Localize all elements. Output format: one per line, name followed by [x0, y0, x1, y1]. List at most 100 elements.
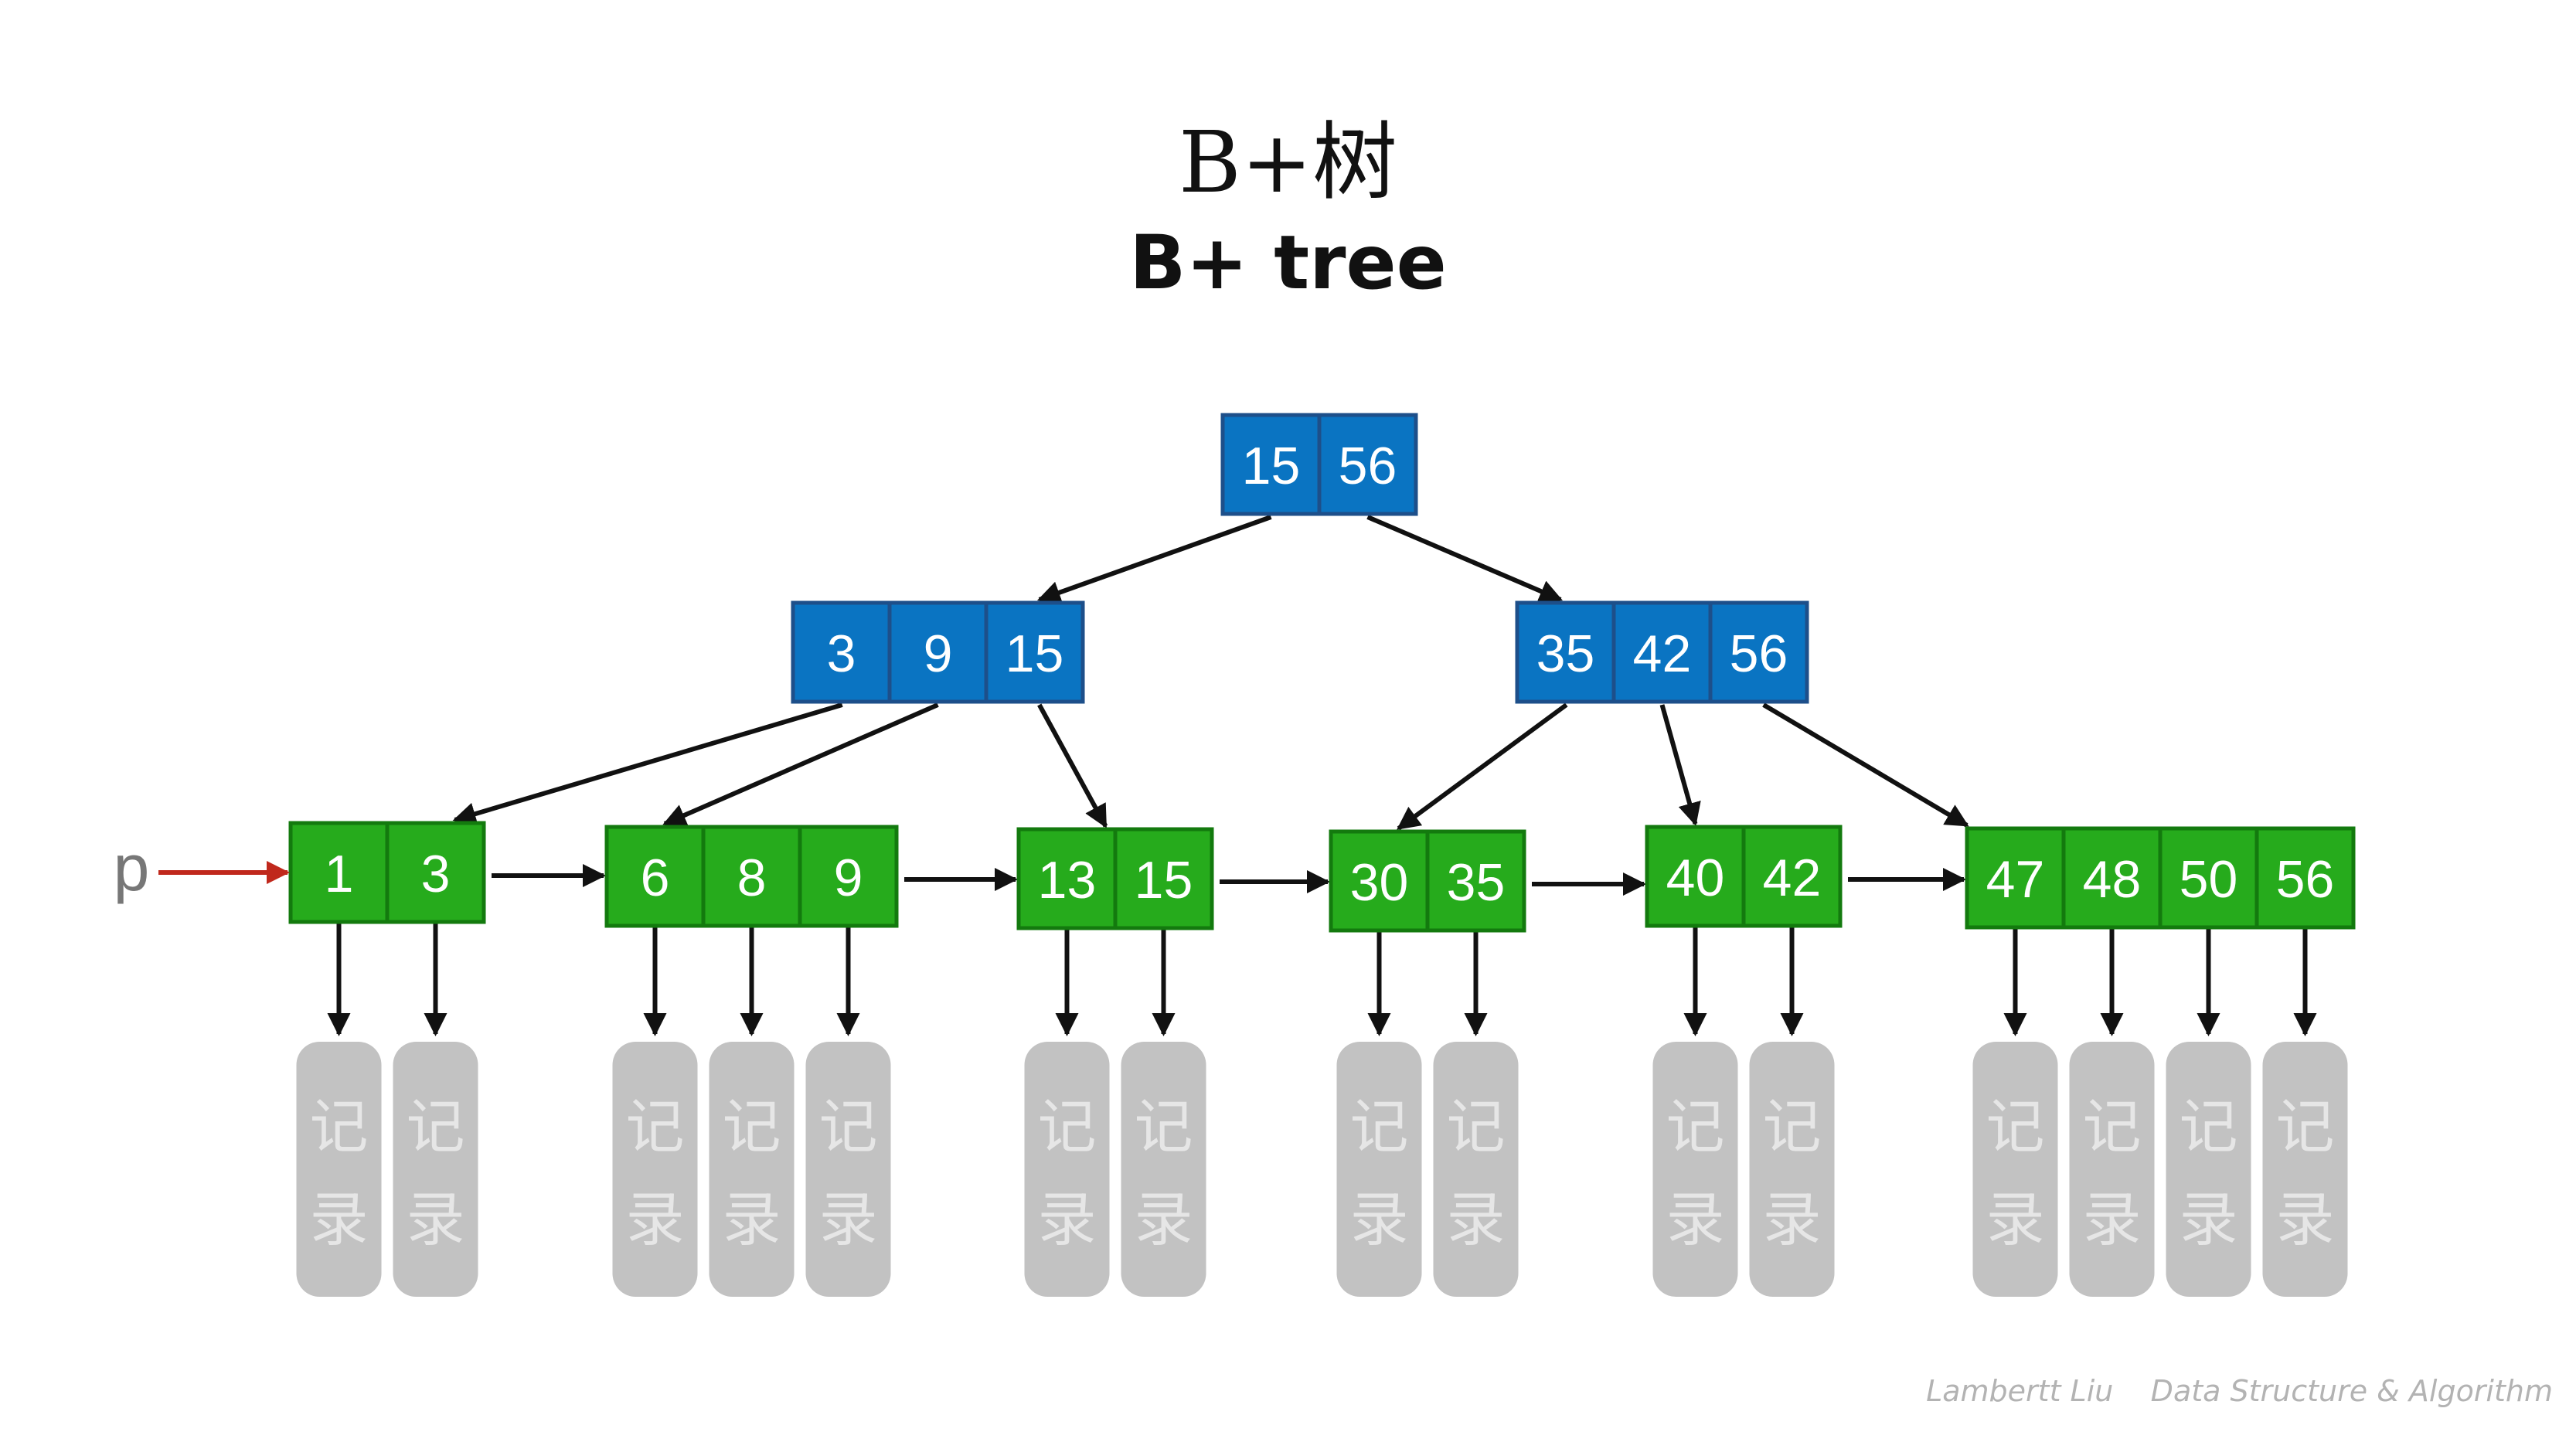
- record-block: 记录: [393, 1042, 478, 1297]
- record-label: 记: [2180, 1093, 2238, 1162]
- record-label: 记: [1350, 1093, 1409, 1162]
- key-label: 50: [2180, 850, 2238, 909]
- record-block: 记录: [805, 1042, 891, 1297]
- key-cell: [887, 600, 989, 704]
- key-label: 56: [2276, 850, 2335, 909]
- tree-edges: [327, 515, 2317, 1036]
- record-label: 录: [626, 1185, 685, 1254]
- key-label: 8: [737, 849, 767, 907]
- record-block: 记录: [612, 1042, 698, 1297]
- pointer-label: p: [114, 832, 150, 904]
- record-capsule: [805, 1042, 891, 1297]
- record-label: 记: [1763, 1093, 1822, 1162]
- record-label: 记: [2083, 1093, 2142, 1162]
- record-block: 记录: [1336, 1042, 1422, 1297]
- key-label: 47: [1986, 850, 2045, 909]
- record-capsule: [296, 1042, 382, 1297]
- record-label: 记: [723, 1093, 781, 1162]
- key-cell: [604, 825, 706, 928]
- record-label: 录: [1038, 1185, 1097, 1254]
- record-block: 记录: [2069, 1042, 2155, 1297]
- key-label: 6: [641, 849, 670, 907]
- record-capsule: [1024, 1042, 1110, 1297]
- record-label: 记: [1447, 1093, 1506, 1162]
- key-label: 42: [1633, 624, 1692, 683]
- title-english: B+ tree: [1129, 219, 1447, 306]
- key-label: 3: [421, 845, 451, 903]
- record-label: 记: [1986, 1093, 2045, 1162]
- key-cell: [1611, 600, 1713, 704]
- tree-edge: [452, 702, 843, 825]
- key-label: 35: [1447, 853, 1506, 912]
- key-label: 3: [827, 624, 856, 683]
- key-cell: [1741, 825, 1843, 928]
- key-cell: [798, 825, 899, 928]
- record-label: 录: [723, 1185, 781, 1254]
- record-block: 记录: [2262, 1042, 2348, 1297]
- key-cell: [385, 821, 486, 924]
- record-capsule: [1972, 1042, 2058, 1297]
- key-label: 9: [924, 624, 953, 683]
- key-label: 13: [1038, 851, 1097, 910]
- tree-edge: [1397, 702, 1568, 831]
- record-label: 记: [1038, 1093, 1097, 1162]
- key-label: 56: [1730, 624, 1788, 683]
- key-cell: [2061, 826, 2163, 930]
- record-label: 录: [1763, 1185, 1822, 1254]
- record-label: 录: [1986, 1185, 2045, 1254]
- tree-edge: [662, 702, 939, 826]
- record-label: 录: [310, 1185, 369, 1254]
- record-block: 记录: [1121, 1042, 1206, 1297]
- key-label: 40: [1666, 849, 1725, 907]
- key-cell: [1425, 829, 1526, 933]
- key-label: 48: [2083, 850, 2142, 909]
- key-label: 1: [325, 845, 354, 903]
- record-block: 记录: [709, 1042, 795, 1297]
- record-block: 记录: [2166, 1042, 2251, 1297]
- tree-edge: [1762, 702, 1969, 828]
- key-label: 42: [1763, 849, 1822, 907]
- record-label: 录: [2180, 1185, 2238, 1254]
- key-cell: [2254, 826, 2356, 930]
- key-cell: [1317, 413, 1418, 516]
- record-capsule: [709, 1042, 795, 1297]
- record-block: 记录: [1652, 1042, 1738, 1297]
- key-cell: [1016, 827, 1118, 930]
- leaf-node-l6: 47 48 50 56: [1965, 826, 2356, 930]
- record-label: 记: [407, 1093, 465, 1162]
- key-label: 15: [1006, 624, 1064, 683]
- record-label: 录: [1135, 1185, 1193, 1254]
- key-cell: [1113, 827, 1214, 930]
- record-block: 记录: [1024, 1042, 1110, 1297]
- tree-edge: [1036, 515, 1272, 604]
- record-label: 录: [1666, 1185, 1725, 1254]
- tree-edge: [1037, 703, 1108, 828]
- record-capsule: [1433, 1042, 1519, 1297]
- record-capsule: [1749, 1042, 1835, 1297]
- key-cell: [1515, 600, 1616, 704]
- record-label: 录: [2276, 1185, 2335, 1254]
- record-capsule: [393, 1042, 478, 1297]
- record-block: 记录: [296, 1042, 382, 1297]
- record-capsule: [1336, 1042, 1422, 1297]
- key-cell: [1708, 600, 1809, 704]
- footer-credit: Lambertt Liu Data Structure & Algorithm: [1926, 1374, 2553, 1408]
- record-label: 记: [626, 1093, 685, 1162]
- record-label: 记: [819, 1093, 878, 1162]
- record-label: 记: [2276, 1093, 2335, 1162]
- tree-edge: [1366, 515, 1564, 603]
- key-cell: [791, 600, 892, 704]
- record-capsule: [2166, 1042, 2251, 1297]
- record-block: 记录: [1433, 1042, 1519, 1297]
- record-capsule: [612, 1042, 698, 1297]
- key-label: 56: [1339, 437, 1397, 495]
- record-label: 录: [1350, 1185, 1409, 1254]
- record-block: 记录: [1972, 1042, 2058, 1297]
- key-cell: [984, 600, 1085, 704]
